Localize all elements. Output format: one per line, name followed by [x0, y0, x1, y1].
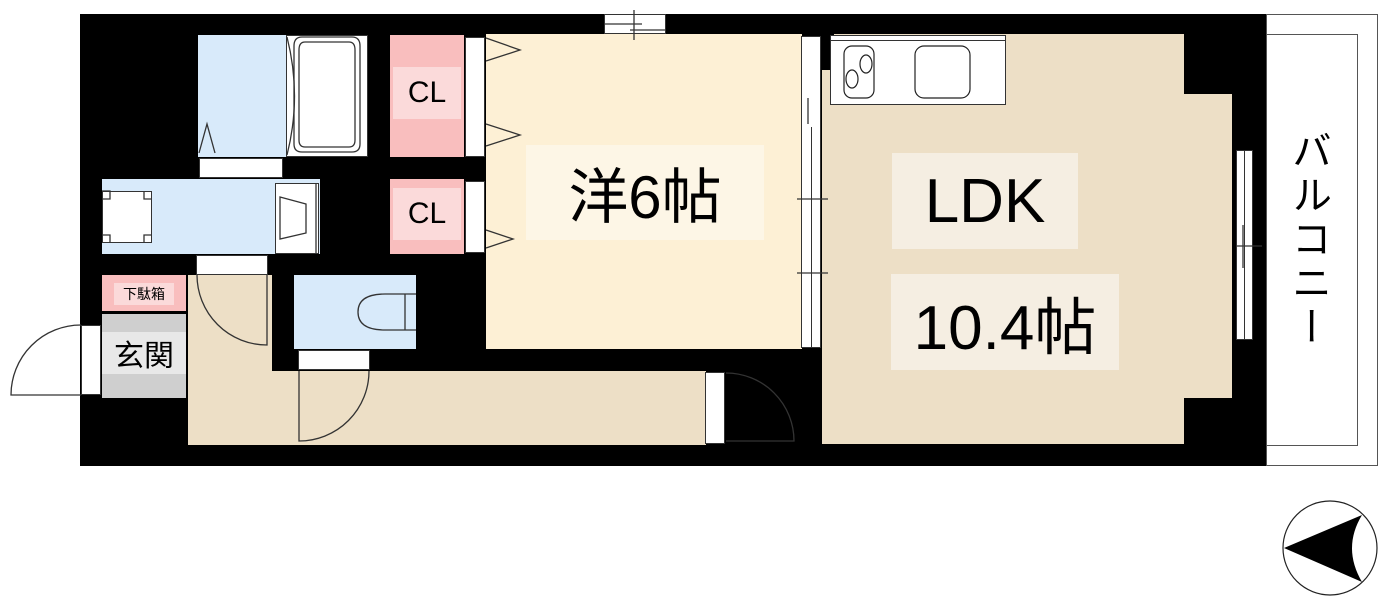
- bathtub-area: [286, 35, 368, 157]
- bathroom: [198, 35, 286, 157]
- wash-basin: [275, 183, 319, 254]
- shoe-cabinet-label: 下駄箱: [114, 283, 174, 305]
- ldk-door[interactable]: [705, 372, 725, 444]
- western-room-label: 洋6帖: [526, 145, 764, 240]
- balcony-inner-rail: [1266, 34, 1358, 446]
- north-arrow-icon: [1282, 500, 1378, 596]
- toilet-icon: [357, 293, 416, 331]
- ldk-door-swing: [725, 372, 795, 442]
- washing-machine-icon: [102, 190, 152, 243]
- bath-curve: [286, 36, 296, 156]
- bathroom-door[interactable]: [199, 158, 283, 178]
- sliding-door-partition[interactable]: [801, 36, 821, 348]
- front-door[interactable]: [81, 325, 101, 395]
- washroom-door[interactable]: [196, 255, 268, 275]
- front-door-swing: [10, 324, 82, 396]
- washing-machine: [102, 191, 152, 243]
- bathtub-outline: [293, 36, 361, 153]
- basin-icon: [279, 183, 317, 254]
- bath-faucet: [198, 121, 216, 154]
- ldk-label-bg: LDK: [892, 153, 1078, 249]
- closet-fold-marks: [485, 37, 523, 249]
- balcony: [1266, 14, 1378, 466]
- window-marks: [604, 10, 1262, 274]
- closet-lower-door[interactable]: [465, 181, 485, 253]
- ldk-corner-wall-bottom: [1184, 398, 1266, 466]
- ldk-window-balcony: [1236, 150, 1253, 340]
- entrance-label: 玄関: [102, 332, 186, 374]
- toilet-door[interactable]: [298, 350, 370, 370]
- ldk-size-bg: 10.4帖: [891, 274, 1119, 370]
- toilet-door-swing: [298, 370, 370, 442]
- balcony-label: バルコニー: [1286, 130, 1330, 350]
- closet-upper-label: CL: [393, 67, 461, 119]
- ldk-corner-wall-top: [1184, 14, 1266, 94]
- washroom-door-swing: [196, 274, 268, 346]
- toilet-room: [294, 275, 416, 349]
- hallway: [198, 371, 706, 445]
- closet-lower-label: CL: [393, 188, 461, 240]
- closet-upper-door[interactable]: [465, 37, 485, 157]
